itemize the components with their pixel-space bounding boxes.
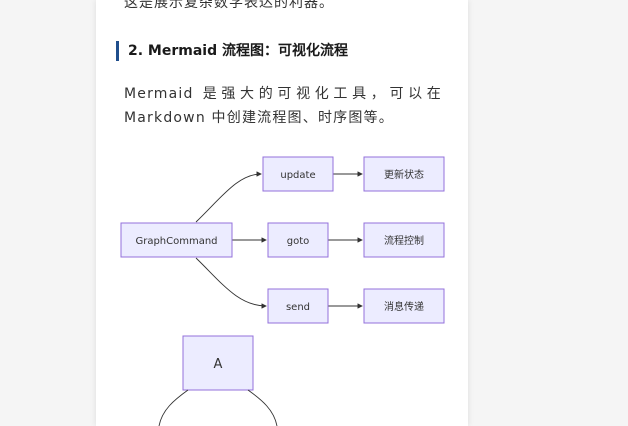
edge-graphcommand-send — [195, 257, 267, 309]
node-label: 消息传递 — [384, 300, 424, 313]
edge-graphcommand-update — [195, 171, 262, 223]
paragraph-cut-off: 这是展示复杂数学表达的利器。 — [124, 0, 334, 11]
paragraph: Mermaid 是强大的可视化工具，可以在 Markdown 中创建流程图、时序… — [124, 82, 442, 130]
node-label: 更新状态 — [384, 168, 424, 181]
node-label: send — [286, 302, 310, 313]
article-page: 这是展示复杂数学表达的利器。 2. Mermaid 流程图：可视化流程 Merm… — [96, 0, 468, 426]
node-goto: goto — [267, 222, 329, 258]
edge-a-right — [247, 389, 278, 426]
node-send: send — [267, 288, 329, 324]
node-goto-target: 流程控制 — [363, 222, 445, 258]
node-a: A — [182, 335, 254, 391]
node-label: A — [214, 357, 223, 372]
node-label: 流程控制 — [384, 234, 424, 247]
section-heading: 2. Mermaid 流程图：可视化流程 — [116, 41, 458, 61]
mermaid-flowchart: GraphCommand update goto send 更新状态 流程控制 … — [120, 156, 445, 426]
paragraph-line-2: Markdown 中创建流程图、时序图等。 — [124, 110, 394, 126]
edge-a-left — [158, 389, 189, 426]
node-label: update — [280, 170, 315, 181]
node-label: goto — [287, 236, 310, 247]
node-label: GraphCommand — [135, 236, 217, 247]
paragraph-line-1: Mermaid 是强大的可视化工具，可以在 — [124, 86, 442, 102]
node-graphcommand: GraphCommand — [120, 222, 233, 258]
node-update-target: 更新状态 — [363, 156, 445, 192]
node-update: update — [262, 156, 334, 192]
node-send-target: 消息传递 — [363, 288, 445, 324]
